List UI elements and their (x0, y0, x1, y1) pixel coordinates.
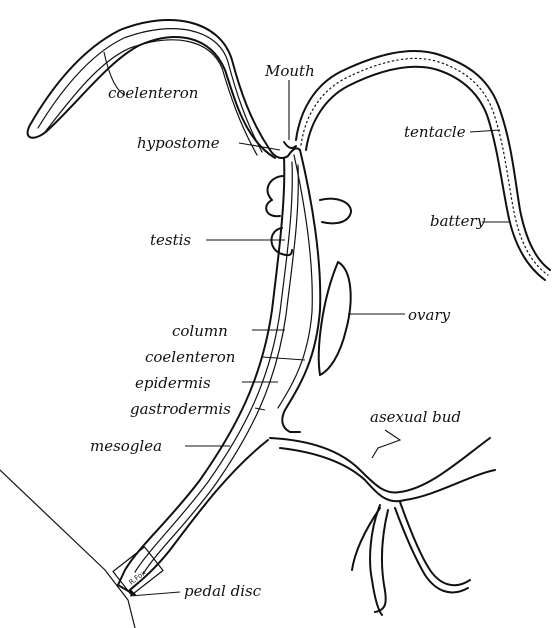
leader-coelenteron (262, 357, 305, 360)
label-ovary: ovary (408, 306, 451, 324)
leader-tentacle (470, 130, 500, 132)
label-epidermis: epidermis (135, 374, 211, 392)
label-battery: battery (430, 212, 486, 230)
label-gastrodermis: gastrodermis (130, 400, 231, 418)
right-tentacle (296, 51, 550, 280)
leader-asexual-bud (372, 430, 400, 458)
leader-pedal-disc (130, 592, 180, 596)
label-hypostome: hypostome (137, 134, 220, 152)
label-pedal-disc: pedal disc (184, 582, 262, 600)
label-asexual-bud: asexual bud (370, 408, 461, 426)
label-testis: testis (150, 231, 191, 249)
substrate-line (0, 470, 135, 628)
asexual-bud (270, 438, 495, 615)
label-mouth: Mouth (264, 62, 315, 80)
label-tentacle: tentacle (404, 123, 466, 141)
label-coelenteron: coelenteron (145, 348, 235, 366)
label-mesoglea: mesoglea (90, 437, 162, 455)
hypostome (270, 142, 300, 158)
body-column (113, 150, 320, 595)
label-coelenteron-top: coelenteron (108, 84, 198, 102)
label-column: column (172, 322, 228, 340)
ovary (319, 262, 351, 375)
